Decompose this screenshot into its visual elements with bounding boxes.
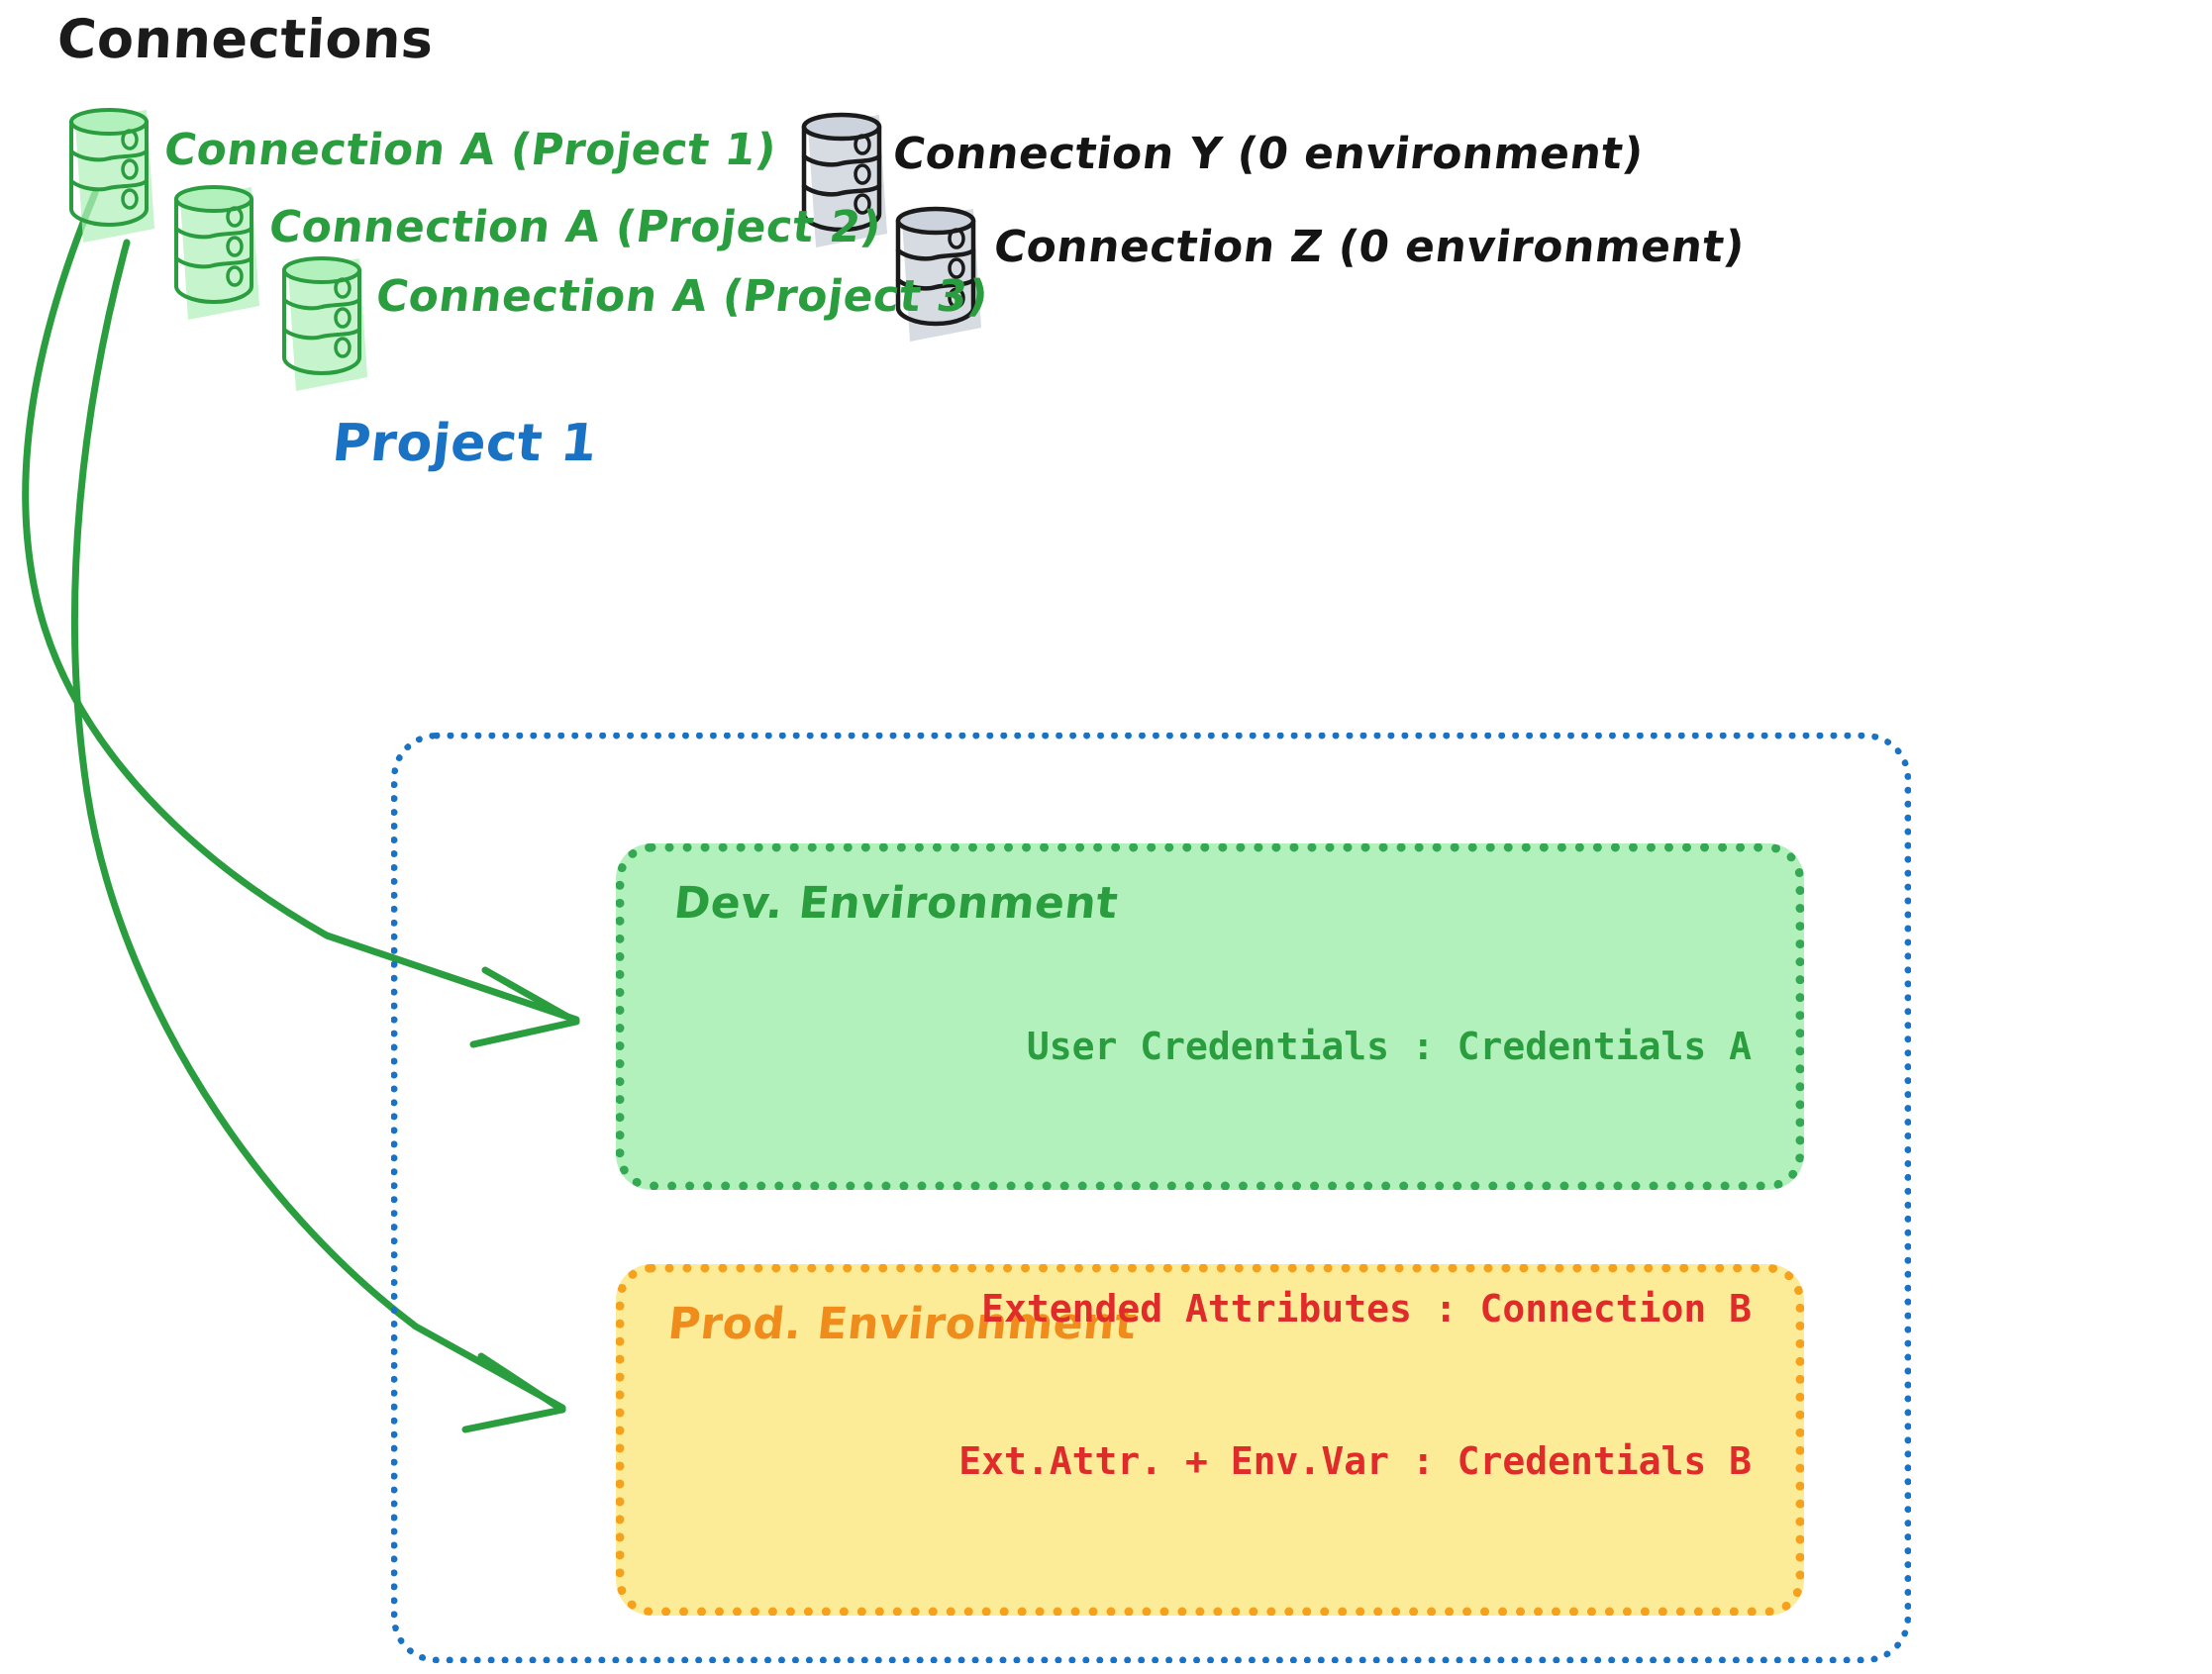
- environment-row: Extended Attributes : Connection B: [981, 1287, 1752, 1331]
- database-icon-connection-a-2: [174, 185, 259, 320]
- environment-row: User Credentials : Credentials A: [1026, 1025, 1752, 1068]
- connection-label-a-project-2: Connection A (Project 2): [265, 202, 885, 252]
- connection-label-z: Connection Z (0 environment): [990, 222, 1748, 272]
- project-title: Project 1: [329, 414, 601, 473]
- connection-label-y: Connection Y (0 environment): [889, 129, 1647, 179]
- database-icon-connection-a-3: [282, 256, 367, 391]
- environment-box-prod[interactable]: Prod. Environment Extended Attributes : …: [616, 1264, 1804, 1616]
- environment-rows-dev: User Credentials : Credentials A: [1027, 937, 1752, 1155]
- project-container: Dev. Environment User Credentials : Cred…: [391, 733, 1911, 1663]
- environment-title-dev: Dev. Environment: [671, 878, 1121, 929]
- environment-rows-prod: Extended Attributes : Connection B Ext.A…: [958, 1183, 1752, 1589]
- page-title: Connections: [55, 8, 436, 70]
- connection-label-a-project-1: Connection A (Project 1): [160, 125, 780, 175]
- database-icon-connection-a-1: [69, 108, 154, 243]
- environment-row: Ext.Attr. + Env.Var : Credentials B: [958, 1439, 1752, 1484]
- connection-label-a-project-3: Connection A (Project 3): [372, 271, 992, 322]
- environment-box-dev[interactable]: Dev. Environment User Credentials : Cred…: [616, 843, 1804, 1190]
